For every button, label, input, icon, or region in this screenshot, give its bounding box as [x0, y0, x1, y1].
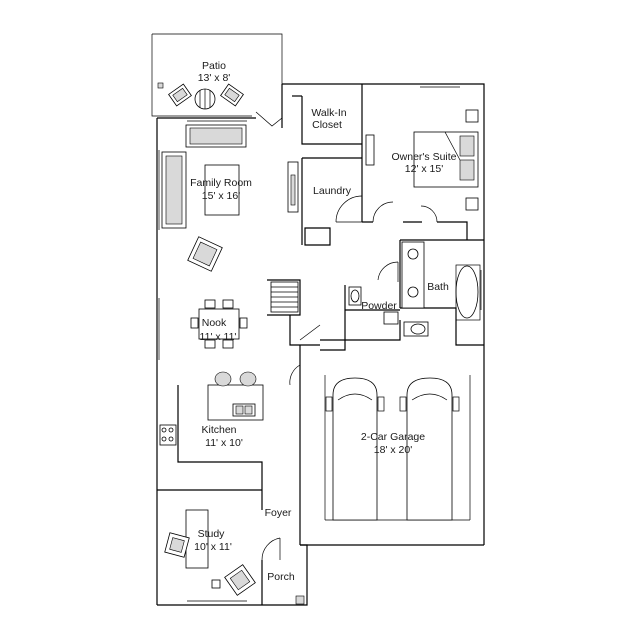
room-label-foyer: Foyer	[265, 507, 292, 519]
walkin-shelf	[365, 134, 375, 166]
room-label-porch: Porch	[267, 571, 295, 583]
exterior-walls	[156, 83, 485, 606]
room-size-family-room: 15' x 16'	[202, 190, 240, 202]
room-label-kitchen: Kitchen	[201, 424, 236, 436]
room-size-owners-suite: 12' x 15'	[405, 163, 443, 175]
room-size-garage: 18' x 20'	[374, 444, 412, 456]
stairs	[270, 281, 299, 313]
room-size-patio: 13' x 8'	[198, 72, 231, 84]
bath-fixtures	[401, 241, 481, 337]
kitchen-range	[159, 424, 177, 446]
interior-walls	[157, 84, 484, 545]
family-couch-side	[161, 151, 187, 229]
room-size-kitchen: 11' x 10'	[205, 437, 243, 449]
room-label-walkin: Walk-In	[311, 107, 346, 119]
patio-area	[151, 33, 283, 127]
owners-bed	[413, 109, 479, 211]
coffee-table	[204, 164, 240, 216]
family-sofa	[185, 124, 247, 148]
room-label-walkin-closet: Closet	[312, 119, 342, 131]
nook-table	[190, 299, 248, 349]
powder-fixtures	[348, 286, 399, 325]
room-label-patio: Patio	[202, 60, 226, 72]
room-label-bath: Bath	[427, 281, 449, 293]
room-label-owners-suite: Owner's Suite	[391, 151, 456, 163]
armchair	[187, 236, 223, 272]
patio-chair-left	[168, 83, 192, 107]
room-label-powder: Powder	[361, 300, 397, 312]
room-label-family-room: Family Room	[190, 177, 252, 189]
room-label-laundry: Laundry	[313, 185, 352, 197]
kitchen-island	[207, 371, 264, 421]
garage-car-right	[399, 377, 460, 521]
garage-car-left	[325, 377, 385, 521]
room-label-study: Study	[198, 528, 226, 540]
study-desk	[164, 509, 256, 596]
patio-chair-right	[220, 83, 244, 107]
room-size-study: 10' x 11'	[194, 541, 232, 553]
room-label-nook: Nook	[202, 317, 227, 329]
room-size-nook: 11' x 11'	[200, 331, 237, 343]
room-label-garage: 2-Car Garage	[361, 431, 425, 443]
